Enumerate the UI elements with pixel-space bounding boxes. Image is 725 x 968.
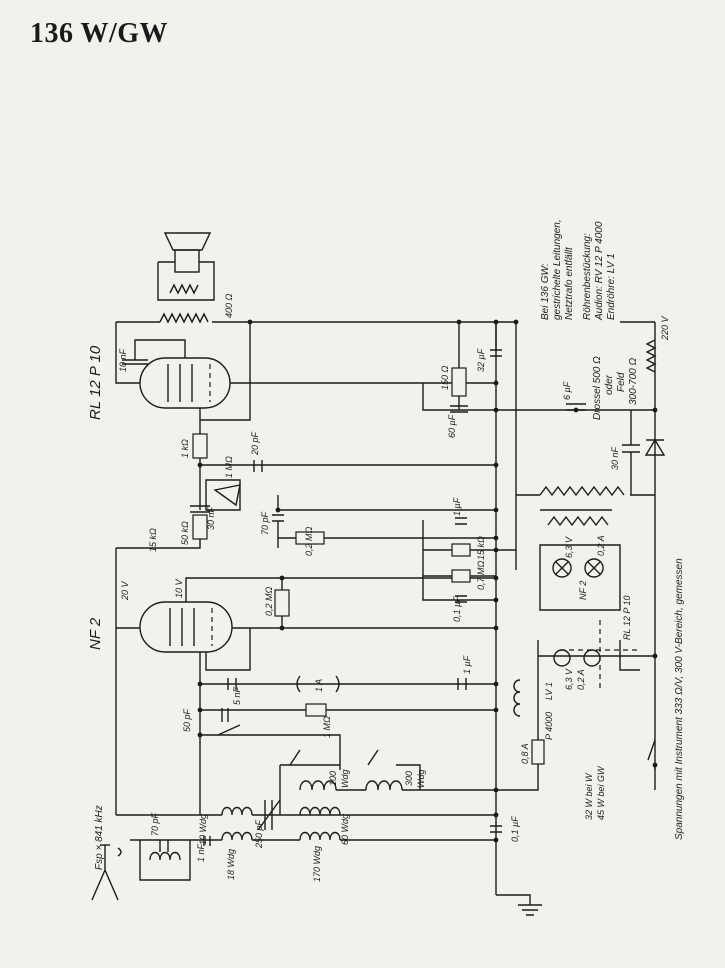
label-30nf-b: 30 nF: [610, 446, 620, 470]
label-lamp-v-b: 6,3 V: [564, 668, 574, 690]
label-30nf: 30 nF: [206, 506, 216, 530]
label-lamp-v: 6,3 V: [564, 536, 574, 558]
audion-tube-label: NF 2: [87, 617, 104, 650]
screen-network: [422, 517, 516, 603]
note-tubes-2: Audion: RV 12 P 4000: [594, 221, 605, 321]
label-70pf: 70 pF: [260, 511, 270, 535]
note-choke-4: 300-700 Ω: [628, 358, 639, 405]
label-fuse-08a: 0,8 A: [520, 743, 530, 764]
label-70pf-ant: 70 pF: [150, 812, 160, 836]
mains-switch: [647, 739, 658, 790]
label-5nf: 5 nF: [232, 686, 242, 705]
label-400ohm: 400 Ω: [224, 293, 234, 318]
fuse-and-rectifier: [496, 640, 655, 791]
label-15k-b: 15 kΩ: [476, 536, 486, 560]
note-voltage: Spannungen mit Instrument 333 Ω/V, 300 V…: [674, 558, 685, 840]
main-rails: [495, 322, 656, 895]
label-150ohm: 150 Ω: [440, 365, 450, 390]
gw-dashed: [553, 620, 640, 690]
label-1m: 1 MΩ: [322, 716, 332, 738]
note-power-2: 45 W bei GW: [596, 765, 606, 820]
note-choke-3: Feld: [616, 372, 627, 392]
label-fuse-1a: 1 A: [314, 679, 324, 692]
label-coil-60: 60 Wdg: [340, 814, 350, 845]
label-coil-10: 10 Wdg: [198, 814, 208, 845]
note-variant-3: Netztrafo entfällt: [564, 246, 575, 320]
note-choke-1: Drossel 500 Ω: [592, 356, 603, 420]
label-15k: 15 kΩ: [148, 528, 158, 552]
tuning-section: [116, 799, 502, 846]
label-lamp-a-b: 0,2 A: [576, 669, 586, 690]
label-sw-wdg-b: Wdg: [416, 769, 426, 788]
filter-section: [422, 322, 655, 413]
output-tube-label: RL 12 P 10: [87, 345, 104, 420]
label-sw-300: 300: [404, 771, 414, 786]
junction-dots: [197, 319, 658, 843]
label-lamp-a: 0,2 A: [596, 535, 606, 556]
label-nf2: NF 2: [578, 581, 588, 600]
audion-tube: [115, 547, 496, 815]
note-power-1: 32 W bei W: [584, 772, 594, 820]
note-variant-1: Bei 136 GW:: [540, 263, 551, 320]
antenna-label: Fsp × 841 kHz: [94, 805, 105, 870]
label-sw-wdg-a: Wdg: [340, 769, 350, 788]
pilot-lamps: [539, 544, 621, 611]
label-20pf: 20 pF: [250, 431, 260, 456]
note-tubes-3: Endröhre: LV 1: [606, 253, 617, 320]
label-50k: 50 kΩ: [180, 521, 190, 545]
label-220v: 220 V: [660, 315, 670, 341]
label-1nf: 1 nF: [196, 843, 206, 862]
power-transformer: [516, 410, 666, 527]
label-lv1: LV 1: [544, 682, 554, 700]
label-02m-b: 0,2 MΩ: [264, 586, 274, 616]
label-32uf: 32 µF: [476, 348, 486, 372]
label-60uf: 60 µF: [447, 414, 457, 438]
note-variant-2: gestrichelte Leitungen,: [552, 219, 563, 320]
label-coil-170: 170 Wdg: [312, 846, 322, 882]
label-10nf: 10 nF: [118, 348, 128, 372]
label-rl12p10: RL 12 P 10: [622, 595, 632, 640]
label-20v: 20 V: [120, 580, 130, 601]
mains-resistor: [620, 321, 657, 373]
label-250pf: 250 pF: [254, 819, 264, 849]
antenna-circuit: [91, 839, 191, 901]
label-02m-a: 0,2 MΩ: [304, 526, 314, 556]
ground-symbol: [496, 894, 542, 916]
label-p4000: P 4000: [544, 712, 554, 740]
detector-network: [148, 420, 496, 549]
label-01uf: 0,1 µF: [452, 596, 462, 622]
label-1m-pot: 1 MΩ: [224, 456, 234, 478]
label-coil-18: 18 Wdg: [226, 849, 236, 880]
label-1uf-b: 1 µF: [462, 655, 472, 674]
coil-switches: [279, 749, 496, 815]
label-1k: 1 kΩ: [180, 439, 190, 458]
label-07m: 0,7 MΩ: [476, 560, 486, 590]
output-tube: [115, 322, 496, 421]
label-1uf: 1 µF: [452, 497, 462, 516]
label-01uf-b: 0,1 µF: [510, 816, 520, 842]
label-sw-100: 100: [328, 771, 338, 786]
label-50pf: 50 pF: [182, 708, 192, 732]
speaker-symbol: [157, 232, 215, 301]
note-tubes-1: Röhrenbestückung:: [582, 233, 593, 320]
note-choke-2: oder: [604, 374, 615, 395]
page-title: 136 W/GW: [30, 18, 169, 49]
output-transformer: [116, 312, 516, 324]
label-6uf: 6 µF: [562, 381, 572, 400]
label-10v: 10 V: [174, 578, 184, 598]
